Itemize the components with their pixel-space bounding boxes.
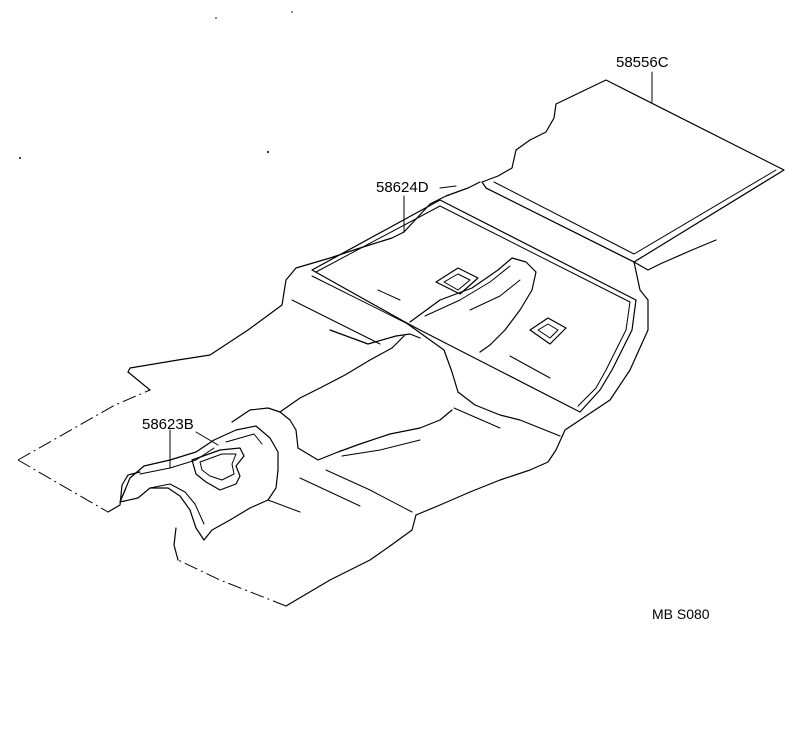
- center-carpet-mat: [311, 199, 637, 413]
- diagram-code: MB S080: [652, 606, 710, 622]
- label-rear-mat: 58556C: [616, 54, 669, 71]
- rear-carpet-mat: [481, 79, 785, 263]
- front-carpet-mat: [119, 425, 279, 541]
- floor-tunnel: [231, 299, 561, 513]
- label-front-mat: 58623B: [142, 416, 194, 433]
- label-center-mat: 58624D: [376, 179, 429, 196]
- leader-center-mat-2: [439, 185, 457, 189]
- scan-specks: [19, 11, 293, 159]
- leader-front-mat-2: [195, 431, 219, 446]
- part-labels: 58556C 58624D 58623B MB S080: [142, 54, 710, 622]
- floor-outline: [17, 181, 717, 607]
